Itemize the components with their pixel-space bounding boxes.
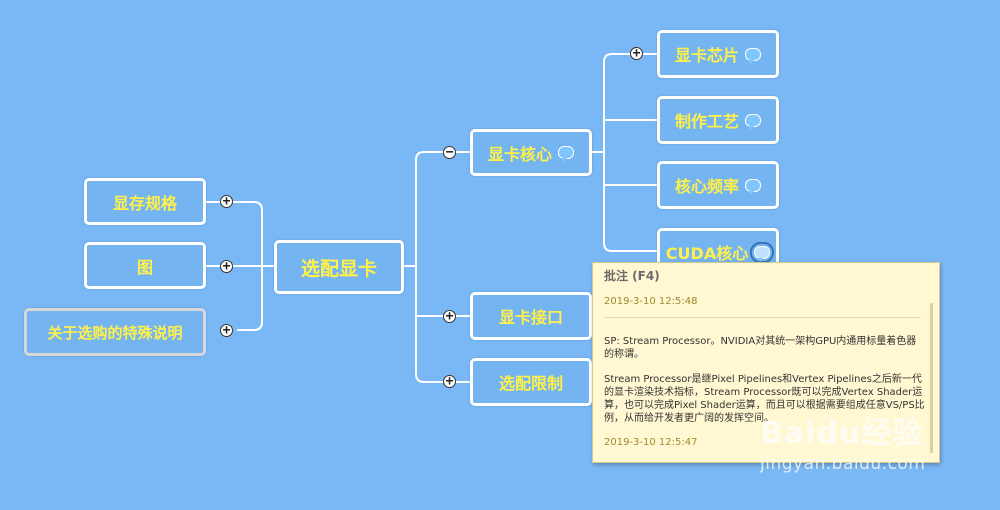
topic-label: 显卡核心	[487, 144, 552, 164]
note-popup: 批注 (F4) 2019-3-10 12:5:48 SP: Stream Pro…	[592, 262, 940, 463]
note-scrollbar[interactable]	[930, 303, 933, 453]
note-paragraph: SP: Stream Processor。NVIDIA对其统一架构GPU内通用标…	[604, 336, 917, 360]
connector-right-trunk	[415, 151, 470, 383]
note-body: SP: Stream Processor。NVIDIA对其统一架构GPU内通用标…	[604, 335, 926, 437]
root-topic-label: 选配显卡	[300, 257, 377, 280]
note-timestamp-bottom: 2019-3-10 12:5:47	[604, 437, 698, 448]
subtopic-label: 显卡芯片	[674, 46, 739, 65]
subtopic-label: 制作工艺	[674, 112, 739, 131]
comment-icon[interactable]	[558, 146, 574, 162]
topic-memory-spec[interactable]: 显存规格	[84, 178, 206, 225]
expand-toggle-selection-limits[interactable]: +	[443, 375, 456, 388]
subtopic-label: 核心频率	[674, 177, 739, 196]
expand-toggle-gpu-chip[interactable]: +	[630, 47, 643, 60]
expand-toggle-purchase-notes[interactable]: +	[220, 324, 233, 337]
connector-core-trunk	[603, 53, 657, 252]
collapse-toggle-gpu-core[interactable]: −	[443, 146, 456, 159]
expand-toggle-gpu-interface[interactable]: +	[443, 310, 456, 323]
baidu-logo: Baidu经验	[760, 416, 924, 451]
connector-left-3	[237, 321, 263, 331]
subtopic-core-clock[interactable]: 核心频率	[657, 161, 779, 209]
comment-icon[interactable]	[745, 47, 761, 64]
note-popup-title: 批注 (F4)	[604, 269, 660, 283]
topic-purchase-notes[interactable]: 关于选购的特殊说明	[24, 308, 206, 356]
comment-icon[interactable]	[745, 178, 761, 195]
note-timestamp-top: 2019-3-10 12:5:48	[604, 296, 698, 307]
topic-label: 显卡接口	[498, 308, 563, 327]
root-topic[interactable]: 选配显卡	[274, 240, 404, 294]
topic-selection-limits[interactable]: 选配限制	[470, 358, 592, 406]
expand-toggle-image[interactable]: +	[220, 260, 233, 273]
comment-icon[interactable]	[750, 241, 775, 263]
baidu-watermark: Baidu经验 jingyan.baidu.com	[760, 408, 925, 474]
subtopic-gpu-chip[interactable]: 显卡芯片	[657, 30, 779, 78]
note-paragraph: Stream Processor是继Pixel Pipelines和Vertex…	[604, 374, 925, 424]
topic-label: 关于选购的特殊说明	[47, 323, 183, 342]
topic-label: 显存规格	[112, 193, 177, 213]
comment-icon[interactable]	[745, 113, 761, 130]
topic-gpu-core[interactable]: 显卡核心	[470, 129, 592, 176]
note-separator	[604, 317, 921, 318]
subtopic-process[interactable]: 制作工艺	[657, 96, 779, 144]
topic-gpu-interface[interactable]: 显卡接口	[470, 292, 592, 340]
topic-image[interactable]: 图	[84, 242, 206, 289]
topic-label: 图	[136, 257, 153, 277]
topic-label: 选配限制	[498, 374, 563, 393]
expand-toggle-memory-spec[interactable]: +	[220, 195, 233, 208]
subtopic-label: CUDA核心	[665, 244, 749, 263]
baidu-url: jingyan.baidu.com	[760, 454, 926, 474]
